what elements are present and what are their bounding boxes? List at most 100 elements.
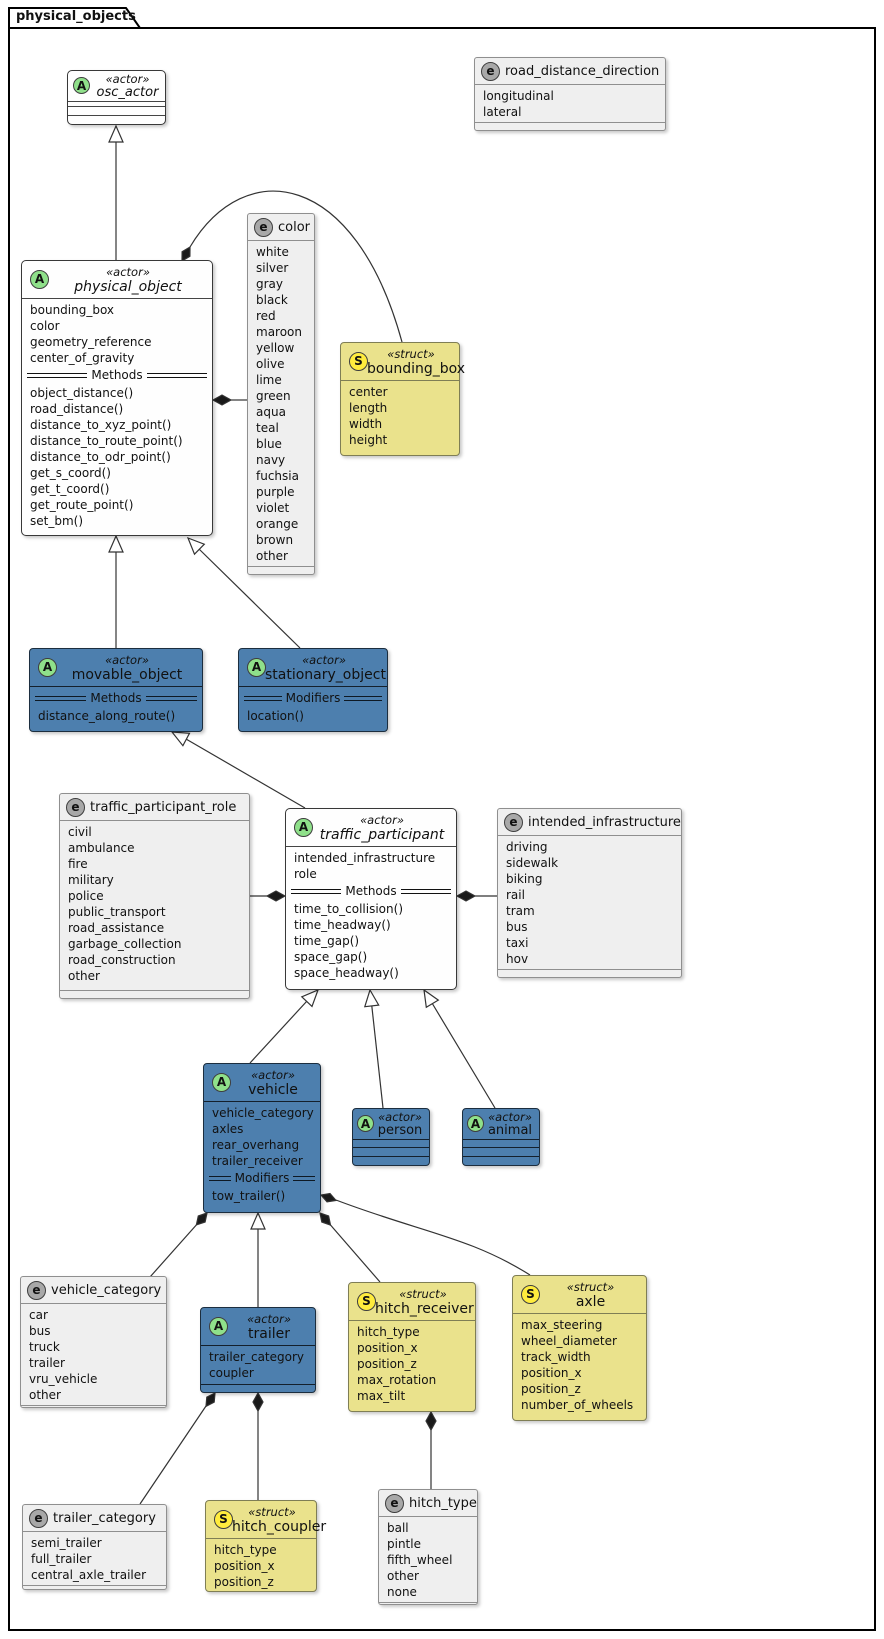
empty-compartment: [463, 1156, 539, 1165]
enum-badge-icon: e: [385, 1493, 404, 1513]
list-item: black: [256, 293, 288, 307]
empty-compartment: [353, 1147, 429, 1156]
class-header: A «actor» osc_actor: [68, 71, 165, 102]
list-item: longitudinal: [483, 89, 554, 103]
list-item: center_of_gravity: [30, 351, 135, 365]
stereotype: «actor»: [105, 72, 150, 86]
list-item: time_to_collision(): [294, 902, 403, 916]
list-item: police: [68, 889, 104, 903]
list-item: hitch_type: [214, 1543, 277, 1557]
struct-header: S «struct» hitch_coupler: [206, 1501, 326, 1539]
list-item: orange: [256, 517, 299, 531]
struct-name: bounding_box: [367, 361, 466, 377]
list-item: wheel_diameter: [521, 1334, 617, 1348]
enum-badge-icon: e: [27, 1280, 46, 1300]
list-item: hitch_type: [357, 1325, 420, 1339]
list-item: fuchsia: [256, 469, 299, 483]
list-item: rear_overhang: [212, 1138, 300, 1152]
list-item: space_gap(): [294, 950, 368, 964]
enum-name: color: [278, 219, 311, 235]
class-name: person: [377, 1123, 423, 1138]
list-item: navy: [256, 453, 286, 467]
enum-header: e color: [248, 214, 314, 241]
list-item: road_distance(): [30, 402, 124, 416]
edge-composition-vehicle-vehiclecategory: [149, 1212, 208, 1278]
list-item: pintle: [387, 1537, 421, 1551]
enum-badge-icon: e: [504, 812, 523, 832]
stereotype: «struct»: [387, 347, 435, 361]
list-item: object_distance(): [30, 386, 134, 400]
empty-compartment: [353, 1156, 429, 1165]
class-animal: A «actor» animal: [462, 1108, 540, 1166]
list-item: gray: [256, 277, 284, 291]
edge-composition-vehicle-axle: [319, 1192, 531, 1276]
enum-name: road_distance_direction: [505, 63, 660, 79]
list-item: position_x: [357, 1341, 418, 1355]
list-item: fire: [68, 857, 88, 871]
struct-badge-icon: S: [349, 351, 368, 371]
list-item: purple: [256, 485, 295, 499]
methods: distance_along_route(): [30, 705, 202, 726]
list-item: trailer: [29, 1356, 65, 1370]
list-item: yellow: [256, 341, 295, 355]
struct-header: S «struct» bounding_box: [341, 343, 466, 381]
class-header: A «actor» vehicle: [204, 1064, 320, 1102]
edge-composition-physical-color: [211, 394, 247, 406]
list-item: olive: [256, 357, 285, 371]
stereotype: «struct»: [399, 1287, 447, 1301]
list-item: red: [256, 309, 276, 323]
list-item: driving: [506, 840, 548, 854]
stereotype: «actor»: [360, 813, 404, 827]
list-item: semi_trailer: [31, 1536, 102, 1550]
empty-compartment: [498, 969, 681, 977]
list-item: number_of_wheels: [521, 1398, 634, 1412]
empty-compartment: [60, 990, 249, 998]
edge-composition-trailer-hitchcoupler: [252, 1391, 264, 1500]
separator-label: Modifiers: [234, 1171, 290, 1185]
edge-generalization-stationary-physical: [186, 536, 301, 649]
list-item: get_s_coord(): [30, 466, 111, 480]
stereotype: «actor»: [251, 1068, 295, 1082]
list-item: military: [68, 873, 114, 887]
stereotype: «actor»: [105, 653, 149, 667]
list-item: blue: [256, 437, 282, 451]
list-item: white: [256, 245, 289, 259]
list-item: tow_trailer(): [212, 1189, 286, 1203]
list-item: rail: [506, 888, 525, 902]
empty-compartment: [248, 566, 314, 574]
class-movable-object: A «actor» movable_object Methods distanc…: [29, 648, 203, 732]
methods: location(): [239, 705, 387, 726]
enum-badge-icon: e: [66, 797, 85, 817]
list-item: biking: [506, 872, 543, 886]
package-title: physical_objects: [16, 9, 136, 24]
enum-name: vehicle_category: [51, 1282, 162, 1298]
stereotype: «actor»: [378, 1110, 422, 1124]
list-item: distance_along_route(): [38, 709, 176, 723]
list-item: other: [387, 1569, 419, 1583]
edge-generalization-person-trafficparticipant: [363, 988, 384, 1109]
struct-header: S «struct» axle: [513, 1276, 646, 1314]
class-name: stationary_object: [265, 667, 386, 683]
enum-badge-icon: e: [254, 217, 273, 237]
stereotype: «actor»: [247, 1312, 291, 1326]
modifiers-separator: Modifiers: [204, 1171, 320, 1185]
list-item: time_gap(): [294, 934, 360, 948]
list-item: other: [68, 969, 100, 983]
list-item: taxi: [506, 936, 529, 950]
list-item: aqua: [256, 405, 286, 419]
list-item: max_tilt: [357, 1389, 406, 1403]
enum-badge-icon: e: [481, 61, 500, 81]
list-item: violet: [256, 501, 290, 515]
methods-separator: Methods: [22, 368, 212, 382]
methods-separator: Methods: [286, 884, 456, 898]
class-header: A «actor» person: [353, 1109, 429, 1140]
